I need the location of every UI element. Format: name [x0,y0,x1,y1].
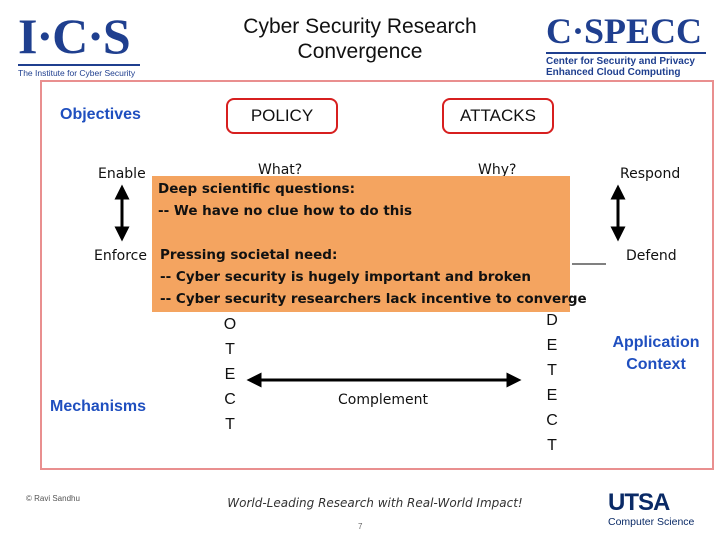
application-context-line1: Application [612,334,700,351]
protect-letter: T [225,341,235,358]
utsa-logo: UTSA Computer Science [608,489,712,529]
slide-title-line1: Cyber Security Research [243,15,477,38]
cspecc-logo-mark: C·SPECC [546,11,703,51]
objectives-label: Objectives [60,106,141,123]
detect-letter: T [547,437,557,454]
ics-logo-subtitle: The Institute for Cyber Security [18,64,140,78]
cspecc-subtitle-line1: Center for Security and Privacy [546,56,695,67]
slide-title: Cyber Security Research Convergence [200,14,520,64]
callout-line1: Deep scientific questions: [158,181,355,197]
protect-letter: T [225,416,235,433]
what-question-label: What? [258,162,303,178]
application-context-line2: Context [626,356,686,373]
enforce-label: Enforce [94,248,147,264]
detect-letter: T [547,362,557,379]
callout-overlay: Deep scientific questions: -- We have no… [152,176,587,312]
callout-line3: Pressing societal need: [160,247,338,263]
callout-line2: -- We have no clue how to do this [158,203,413,219]
detect-letter: E [546,387,558,404]
mechanisms-label: Mechanisms [50,398,147,415]
utsa-logo-mark: UTSA [608,489,670,516]
enable-label: Enable [98,166,146,182]
respond-label: Respond [620,166,681,182]
policy-box: POLICY [226,98,338,134]
complement-label: Complement [338,392,428,408]
detect-letter: D [546,312,558,329]
cspecc-subtitle-line2: Enhanced Cloud Computing [546,67,681,78]
footer-tagline: World-Leading Research with Real-World I… [227,496,523,510]
detect-column: D E T E C T [542,308,562,458]
cspecc-logo: C·SPECC Center for Security and Privacy … [546,10,706,78]
protect-letter: C [224,391,236,408]
ics-logo: I·C·S The Institute for Cyber Security [18,10,140,78]
attacks-label: ATTACKS [460,106,536,125]
why-question-label: Why? [478,162,517,178]
utsa-logo-subtitle: Computer Science [608,516,695,528]
copyright-text: © Ravi Sandhu [26,494,80,503]
callout-line5: -- Cyber security researchers lack incen… [160,291,587,307]
application-context-label: Application Context [604,332,708,376]
detect-letter: E [546,337,558,354]
cspecc-logo-subtitle: Center for Security and Privacy Enhanced… [546,52,706,78]
callout-line4: -- Cyber security is hugely important an… [160,269,532,285]
policy-label: POLICY [250,106,314,125]
page-number: 7 [358,522,363,531]
attacks-box: ATTACKS [442,98,554,134]
slide-title-line2: Convergence [297,40,423,63]
protect-letter: O [223,316,237,333]
diagram-panel [40,80,714,470]
defend-label: Defend [626,248,677,264]
protect-letter: E [224,366,236,383]
detect-letter: C [546,412,558,429]
ics-logo-mark: I·C·S [18,8,131,64]
